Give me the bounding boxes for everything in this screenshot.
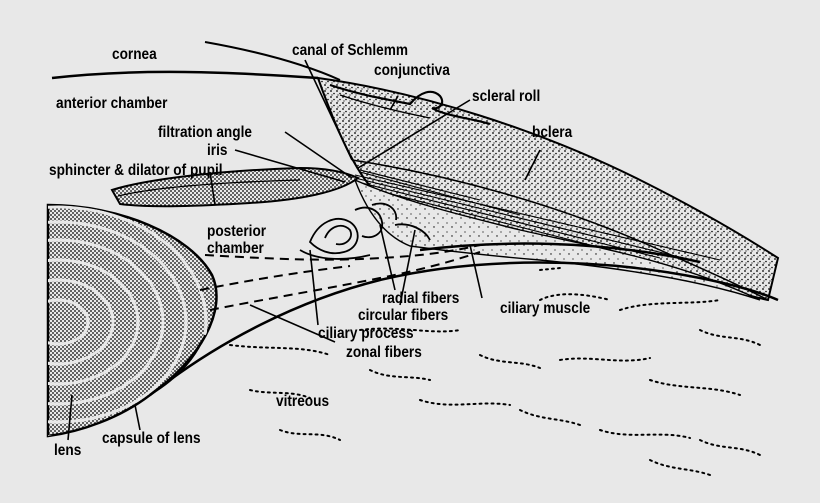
vitreous-speckles [230, 268, 760, 475]
label-sphincter-dilator: sphincter & dilator of pupil [49, 162, 223, 179]
label-anterior-chamber: anterior chamber [56, 95, 167, 112]
label-chamber: chamber [207, 240, 264, 257]
lens-shape [0, 205, 217, 437]
label-ciliary-process: ciliary process [318, 325, 414, 342]
label-sclera: bclera [532, 124, 572, 141]
label-zonal-fibers: zonal fibers [346, 344, 422, 361]
label-conjunctiva: conjunctiva [374, 62, 450, 79]
label-canal-of-schlemm: canal of Schlemm [292, 42, 408, 59]
label-cornea: cornea [112, 46, 157, 63]
label-lens: lens [54, 442, 81, 459]
label-scleral-roll: scleral roll [472, 88, 540, 105]
label-filtration-angle: filtration angle [158, 124, 252, 141]
label-posterior: posterior [207, 223, 266, 240]
label-ciliary-muscle: ciliary muscle [500, 300, 590, 317]
label-circular-fibers: circular fibers [358, 307, 448, 324]
label-capsule-of-lens: capsule of lens [102, 430, 201, 447]
label-vitreous: vitreous [276, 393, 329, 410]
label-iris: iris [207, 142, 227, 159]
label-radial-fibers: radial fibers [382, 290, 459, 307]
